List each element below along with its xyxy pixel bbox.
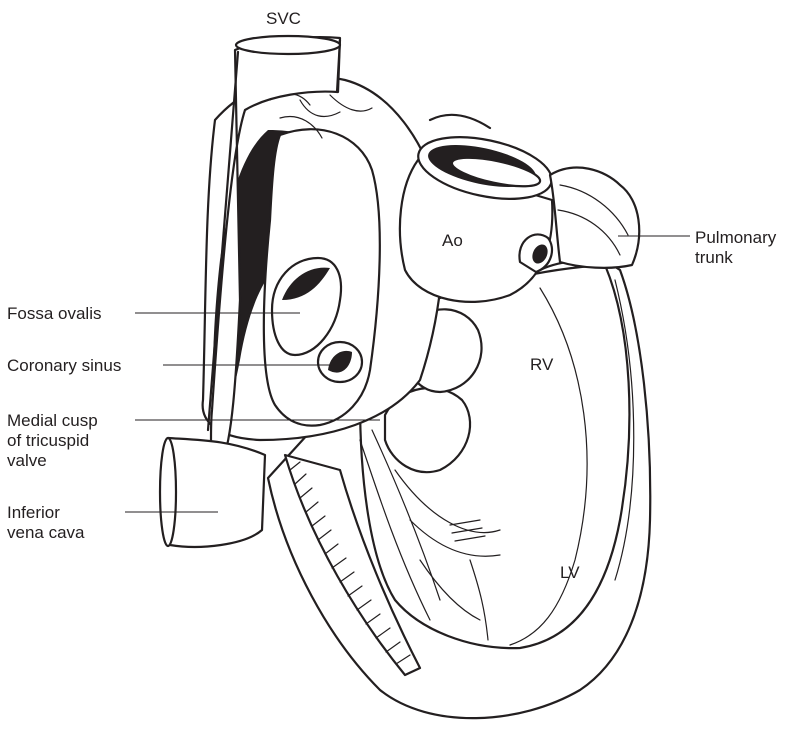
label-lv: LV (560, 563, 580, 582)
label-coronary-sinus: Coronary sinus (7, 356, 121, 375)
appendage-edge (430, 115, 490, 128)
label-ao: Ao (442, 231, 463, 250)
ivc-opening (160, 438, 176, 546)
label-medial-cusp-3: valve (7, 451, 47, 470)
label-ivc-1: Inferior (7, 503, 60, 522)
label-medial-cusp-1: Medial cusp (7, 411, 98, 430)
label-medial-cusp-2: of tricuspid (7, 431, 89, 450)
svc-opening (236, 36, 340, 54)
label-svc: SVC (266, 9, 301, 28)
label-ivc-2: vena cava (7, 523, 85, 542)
pulmonary-trunk-shape (550, 168, 639, 268)
label-rv: RV (530, 355, 554, 374)
label-fossa-ovalis: Fossa ovalis (7, 304, 101, 323)
label-pulmonary-trunk-2: trunk (695, 248, 733, 267)
label-pulmonary-trunk-1: Pulmonary (695, 228, 777, 247)
inferior-vena-cava (168, 438, 265, 547)
